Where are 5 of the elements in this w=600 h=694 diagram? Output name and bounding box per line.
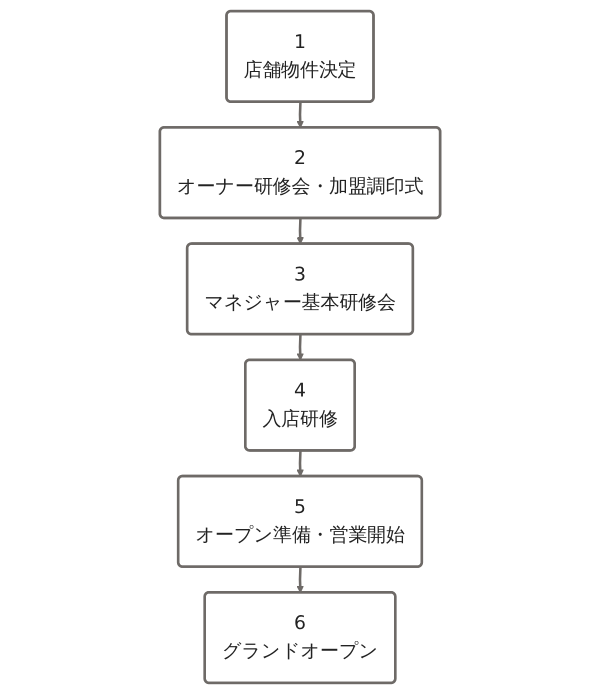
- arrow: [296, 567, 304, 594]
- arrow: [296, 102, 304, 128]
- arrow: [296, 334, 304, 361]
- arrow: [296, 218, 304, 244]
- arrow: [296, 450, 304, 477]
